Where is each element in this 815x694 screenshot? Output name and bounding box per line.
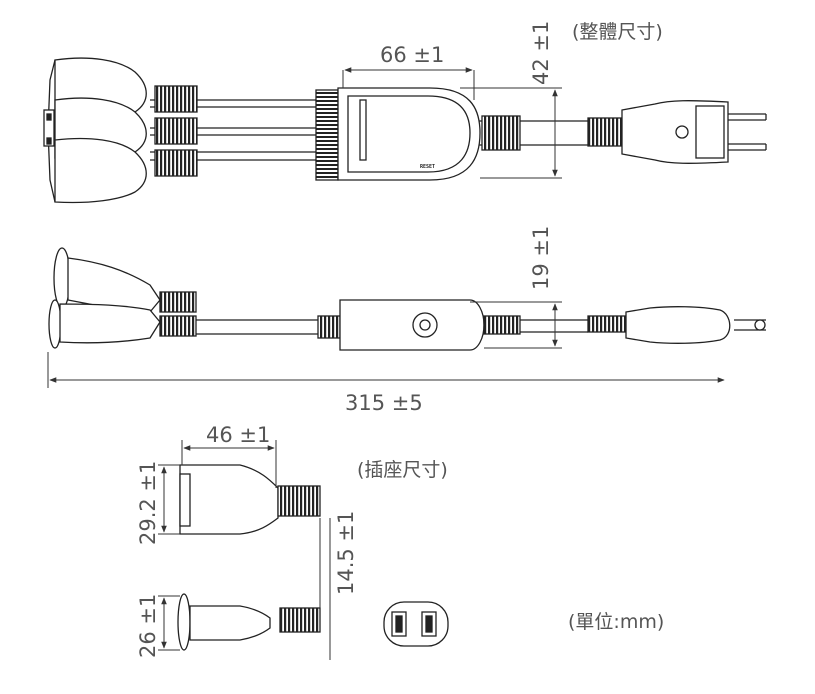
dimension-line-14-5 <box>319 518 331 660</box>
socket-size-title: (插座尺寸) <box>357 459 448 481</box>
reset-label: RESET <box>420 164 435 170</box>
dim-label-29-2: 29.2 ±1 <box>136 461 160 545</box>
dim-label-66: 66 ±1 <box>380 43 444 67</box>
dimension-line-19 <box>470 301 562 349</box>
side-view-drawing <box>48 247 766 351</box>
dim-label-19: 19 ±1 <box>529 226 553 290</box>
socket-front-drawing <box>179 464 321 535</box>
dimension-line-42 <box>460 87 562 179</box>
dimension-line-315 <box>47 352 725 388</box>
overall-size-title: (整體尺寸) <box>572 21 663 43</box>
dim-label-315: 315 ±5 <box>345 391 423 415</box>
dim-label-14-5: 14.5 ±1 <box>334 511 358 595</box>
dim-label-26: 26 ±1 <box>136 594 160 658</box>
dimension-line-29 <box>158 464 180 535</box>
dim-label-46: 46 ±1 <box>206 423 270 447</box>
socket-side-drawing <box>177 593 321 651</box>
dimension-line-26 <box>158 595 180 651</box>
dimension-line-66 <box>342 67 475 100</box>
dimension-line-46 <box>181 440 277 488</box>
top-view-drawing <box>43 57 767 204</box>
dim-label-42: 42 ±1 <box>529 21 553 85</box>
socket-face-drawing <box>383 601 449 647</box>
unit-note: (單位:mm) <box>568 611 664 633</box>
